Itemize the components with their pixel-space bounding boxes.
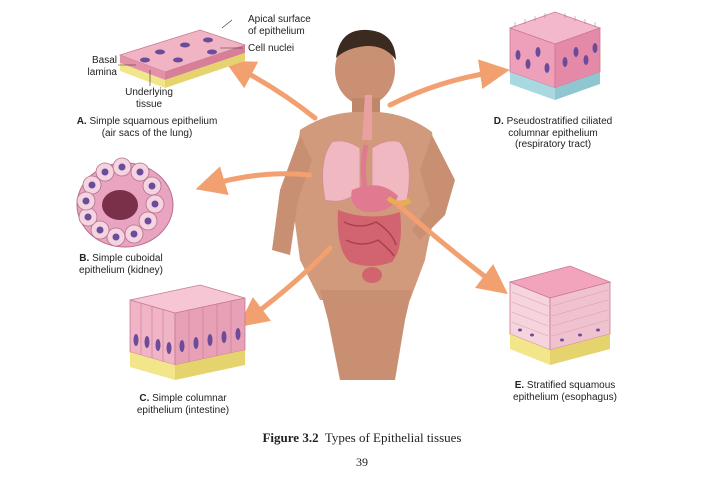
caption-tissue-e: E. Stratified squamous epithelium (esoph… xyxy=(490,380,640,403)
caption-tissue-b: B. Simple cuboidal epithelium (kidney) xyxy=(66,253,176,276)
caption-a-location: (air sacs of the lung) xyxy=(101,127,193,139)
arrow-to-e xyxy=(395,202,508,295)
intestines xyxy=(337,210,401,266)
tissue-d-pseudostratified xyxy=(508,11,602,100)
label-underlying-tissue: Underlying tissue xyxy=(125,87,173,110)
stomach xyxy=(351,185,398,213)
arrow-to-b xyxy=(195,166,313,196)
caption-d-letter: D. xyxy=(493,116,504,127)
caption-d-location: (respiratory tract) xyxy=(514,139,592,150)
caption-e-letter: E. xyxy=(514,380,525,391)
tissue-a-simple-squamous xyxy=(118,19,247,88)
caption-d-name: Pseudostratified ciliated xyxy=(506,116,613,127)
page-number: 39 xyxy=(356,455,368,469)
arrow-to-d xyxy=(387,59,510,108)
caption-b-name: Simple cuboidal xyxy=(92,253,163,264)
caption-a-letter: A. xyxy=(76,116,87,127)
caption-tissue-c: C. Simple columnar epithelium (intestine… xyxy=(118,393,248,416)
caption-a-name: Simple squamous epithelium xyxy=(89,116,218,127)
caption-tissue-d: D. Pseudostratified ciliated columnar ep… xyxy=(478,116,628,151)
caption-c-name: Simple columnar xyxy=(152,393,227,404)
caption-e-location: epithelium (esophagus) xyxy=(513,391,617,403)
caption-b-letter: B. xyxy=(79,253,90,264)
tissue-c-simple-columnar xyxy=(129,284,246,380)
tissue-b-simple-cuboidal xyxy=(76,157,174,248)
label-cell-nuclei: Cell nuclei xyxy=(248,43,295,54)
arrow-to-c xyxy=(238,245,333,328)
caption-c-location: epithelium (intestine) xyxy=(136,404,230,416)
left-lung xyxy=(322,140,361,202)
caption-tissue-a: A. Simple squamous epithelium (air sacs … xyxy=(62,116,232,139)
label-apical-surface: Apical surface of epithelium xyxy=(248,14,311,37)
caption-d-name2: columnar epithelium xyxy=(508,127,598,139)
figure-title: Types of Epithelial tissues xyxy=(324,430,462,445)
pointer-arrows xyxy=(195,59,510,328)
caption-b-location: epithelium (kidney) xyxy=(79,264,163,276)
trachea xyxy=(362,95,372,140)
caption-e-name: Stratified squamous xyxy=(526,380,616,391)
figure-caption: Figure 3.2 Types of Epithelial tissues xyxy=(0,430,724,446)
human-figure xyxy=(272,29,455,380)
tissue-e-stratified-squamous xyxy=(508,265,612,365)
figure-number: Figure 3.2 xyxy=(262,430,319,445)
arrow-to-a xyxy=(224,61,318,121)
caption-c-letter: C. xyxy=(139,393,150,404)
label-basal-lamina: Basal lamina xyxy=(87,55,117,78)
